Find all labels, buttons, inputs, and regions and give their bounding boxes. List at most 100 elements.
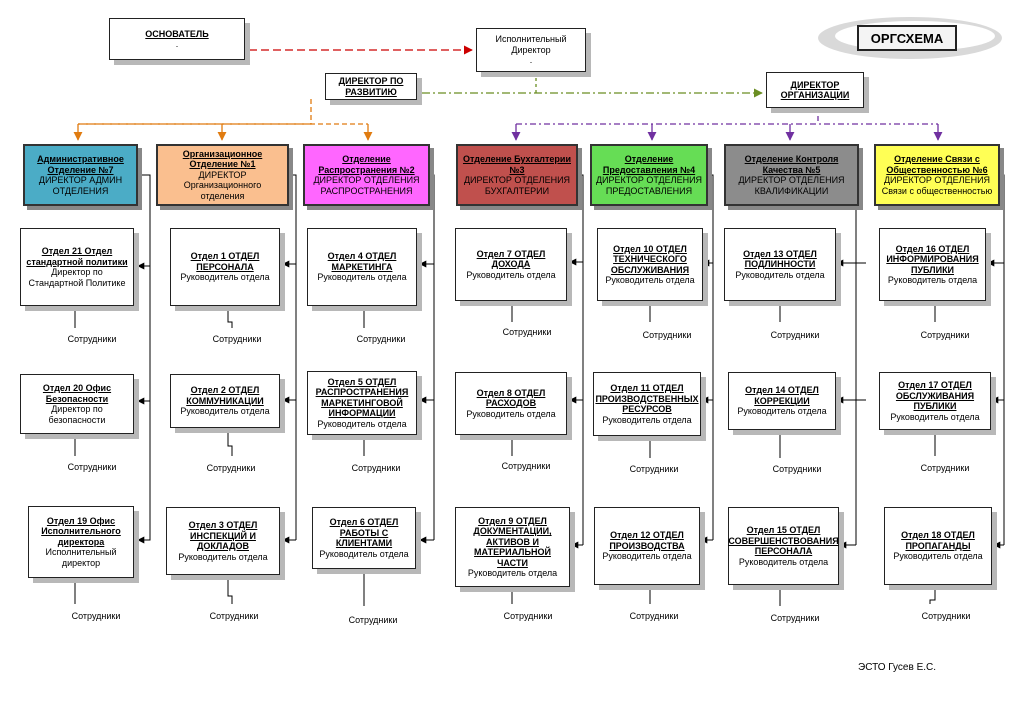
staff-label: Сотрудники	[920, 330, 970, 340]
department-sub: Руководитель отдела	[319, 548, 409, 559]
department-sub: Руководитель отдела	[180, 272, 270, 283]
department-sub: Руководитель отдела	[466, 408, 556, 419]
staff-label: Сотрудники	[770, 613, 820, 623]
staff-label: Сотрудники	[503, 611, 553, 621]
staff-label: Сотрудники	[71, 611, 121, 621]
branch-sub: ДИРЕКТОР ОТДЕЛЕНИЯ ПРЕДОСТАВЛЕНИЯ	[595, 175, 703, 196]
org-director-title: ДИРЕКТОР ОРГАНИЗАЦИИ	[780, 79, 850, 101]
department-sub: Руководитель отдела	[893, 551, 983, 562]
department-sub: Руководитель отдела	[178, 551, 268, 562]
branch-sub: ДИРЕКТОР ОТДЕЛЕНИЯ РАСПРОСТРАНЕНИЯ	[313, 175, 420, 196]
branch-title: Отделение Контроля Качества №5	[744, 154, 839, 175]
department-title: Отдел 6 ОТДЕЛ РАБОТЫ С КЛИЕНТАМИ	[329, 517, 399, 548]
department-title: Отдел 15 ОТДЕЛ СОВЕРШЕНСТВОВАНИЯ ПЕРСОНА…	[728, 525, 839, 556]
department-title: Отдел 4 ОТДЕЛ МАРКЕТИНГА	[327, 251, 397, 272]
department-title: Отдел 8 ОТДЕЛ РАСХОДОВ	[476, 387, 546, 409]
founder-title: ОСНОВАТЕЛЬ	[145, 28, 209, 39]
branch-2: Отделение Распространения №2 ДИРЕКТОР ОТ…	[303, 144, 430, 206]
department-19: Отдел 19 Офис Исполнительного директора …	[28, 506, 134, 578]
department-sub: Руководитель отдела	[180, 406, 270, 417]
department-1: Отдел 1 ОТДЕЛ ПЕРСОНАЛА Руководитель отд…	[170, 228, 280, 306]
department-title: Отдел 11 ОТДЕЛ ПРОИЗВОДСТВЕННЫХ РЕСУРСОВ	[595, 383, 699, 414]
department-sub: Директор по Стандартной Политике	[28, 267, 126, 288]
department-title: Отдел 10 ОТДЕЛ ТЕХНИЧЕСКОГО ОБСЛУЖИВАНИЯ	[610, 243, 690, 275]
exec-director-box: Исполнительный Директор .	[476, 28, 586, 72]
department-title: Отдел 18 ОТДЕЛ ПРОПАГАНДЫ	[901, 530, 975, 551]
department-title: Отдел 20 Офис Безопасности	[42, 383, 112, 404]
department-sub: Руководитель отдела	[887, 275, 978, 285]
branch-title: Организационное Отделение №1	[182, 148, 263, 170]
branch-sub: ДИРЕКТОР ОТДЕЛЕНИЯ Связи с общественност…	[881, 175, 993, 196]
branch-5: Отделение Контроля Качества №5 ДИРЕКТОР …	[724, 144, 859, 206]
staff-label: Сотрудники	[67, 334, 117, 344]
department-16: Отдел 16 ОТДЕЛ ИНФОРМИРОВАНИЯ ПУБЛИКИ Ру…	[879, 228, 986, 301]
staff-label: Сотрудники	[67, 462, 117, 472]
branch-sub: ДИРЕКТОР ОТДЕЛЕНИЯ КВАЛИФИКАЦИИ	[738, 175, 845, 196]
exec-director-title: Исполнительный Директор	[495, 34, 567, 55]
department-sub: Руководитель отдела	[605, 275, 695, 285]
department-sub: Руководитель отдела	[737, 406, 827, 417]
staff-label: Сотрудники	[351, 463, 401, 473]
department-title: Отдел 3 ОТДЕЛ ИНСПЕКЦИЙ И ДОКЛАДОВ	[188, 520, 258, 551]
department-3: Отдел 3 ОТДЕЛ ИНСПЕКЦИЙ И ДОКЛАДОВ Руков…	[166, 507, 280, 575]
dev-director-title: ДИРЕКТОР ПО РАЗВИТИЮ	[338, 76, 404, 97]
staff-label: Сотрудники	[629, 611, 679, 621]
staff-label: Сотрудники	[501, 461, 551, 471]
department-14: Отдел 14 ОТДЕЛ КОРРЕКЦИИ Руководитель от…	[728, 372, 836, 430]
branch-title: Отделение Связи с Общественностью №6	[886, 154, 988, 175]
founder-box: ОСНОВАТЕЛЬ .	[109, 18, 245, 60]
department-17: Отдел 17 ОТДЕЛ ОБСЛУЖИВАНИЯ ПУБЛИКИ Руко…	[879, 372, 991, 430]
department-8: Отдел 8 ОТДЕЛ РАСХОДОВ Руководитель отде…	[455, 372, 567, 435]
department-12: Отдел 12 ОТДЕЛ ПРОИЗВОДСТВА Руководитель…	[594, 507, 700, 585]
exec-director-sub: .	[529, 55, 533, 66]
department-title: Отдел 9 ОТДЕЛ ДОКУМЕНТАЦИИ, АКТИВОВ И МА…	[473, 515, 552, 568]
staff-label: Сотрудники	[212, 334, 262, 344]
department-title: Отдел 5 ОТДЕЛ РАСПРОСТРАНЕНИЯ МАРКЕТИНГО…	[315, 376, 409, 419]
staff-label: Сотрудники	[356, 334, 406, 344]
department-sub: Руководитель отдела	[738, 556, 829, 567]
staff-label: Сотрудники	[770, 330, 820, 340]
author-credit: ЭСТО Гусев Е.С.	[858, 662, 937, 673]
department-sub: Руководитель отдела	[602, 414, 692, 425]
department-sub: Руководитель отдела	[466, 269, 556, 280]
department-5: Отдел 5 ОТДЕЛ РАСПРОСТРАНЕНИЯ МАРКЕТИНГО…	[307, 371, 417, 435]
staff-label: Сотрудники	[920, 463, 970, 473]
department-sub: Руководитель отдела	[735, 269, 825, 280]
department-7: Отдел 7 ОТДЕЛ ДОХОДА Руководитель отдела	[455, 228, 567, 301]
department-title: Отдел 2 ОТДЕЛ КОММУНИКАЦИИ	[186, 385, 264, 406]
logo-title: ОРГСХЕМА	[857, 25, 957, 51]
department-10: Отдел 10 ОТДЕЛ ТЕХНИЧЕСКОГО ОБСЛУЖИВАНИЯ…	[597, 228, 703, 301]
department-sub: Руководитель отдела	[317, 418, 407, 429]
staff-label: Сотрудники	[629, 464, 679, 474]
branch-6: Отделение Связи с Общественностью №6 ДИР…	[874, 144, 1000, 206]
branch-4: Отделение Предоставления №4 ДИРЕКТОР ОТД…	[590, 144, 708, 206]
department-sub: Директор по безопасности	[48, 404, 106, 425]
staff-label: Сотрудники	[209, 611, 259, 621]
branch-1: Организационное Отделение №1 ДИРЕКТОР Ор…	[156, 144, 289, 206]
staff-label: Сотрудники	[206, 463, 256, 473]
department-title: Отдел 12 ОТДЕЛ ПРОИЗВОДСТВА	[609, 530, 685, 551]
department-11: Отдел 11 ОТДЕЛ ПРОИЗВОДСТВЕННЫХ РЕСУРСОВ…	[593, 372, 701, 436]
department-title: Отдел 7 ОТДЕЛ ДОХОДА	[476, 248, 546, 270]
department-2: Отдел 2 ОТДЕЛ КОММУНИКАЦИИ Руководитель …	[170, 374, 280, 428]
dev-director-box: ДИРЕКТОР ПО РАЗВИТИЮ	[325, 73, 417, 100]
department-title: Отдел 13 ОТДЕЛ ПОДЛИННОСТИ	[743, 248, 817, 270]
branch-sub: ДИРЕКТОР ОТДЕЛЕНИЯ БУХГАЛТЕРИИ	[463, 175, 571, 196]
org-director-box: ДИРЕКТОР ОРГАНИЗАЦИИ	[766, 72, 864, 108]
department-18: Отдел 18 ОТДЕЛ ПРОПАГАНДЫ Руководитель о…	[884, 507, 992, 585]
branch-7: Административное Отделение №7 ДИРЕКТОР А…	[23, 144, 138, 206]
department-20: Отдел 20 Офис Безопасности Директор по б…	[20, 374, 134, 434]
branch-title: Отделение Предоставления №4	[602, 154, 696, 175]
staff-label: Сотрудники	[642, 330, 692, 340]
founder-sub: .	[175, 39, 179, 49]
department-21: Отдел 21 Отдел стандартной политики Дире…	[20, 228, 134, 306]
department-title: Отдел 17 ОТДЕЛ ОБСЛУЖИВАНИЯ ПУБЛИКИ	[895, 380, 975, 411]
department-9: Отдел 9 ОТДЕЛ ДОКУМЕНТАЦИИ, АКТИВОВ И МА…	[455, 507, 570, 587]
department-6: Отдел 6 ОТДЕЛ РАБОТЫ С КЛИЕНТАМИ Руковод…	[312, 507, 416, 569]
department-title: Отдел 19 Офис Исполнительного директора	[41, 515, 121, 547]
department-title: Отдел 14 ОТДЕЛ КОРРЕКЦИИ	[745, 385, 819, 406]
staff-label: Сотрудники	[502, 327, 552, 337]
department-sub: Исполнительный директор	[45, 547, 117, 568]
branch-sub: ДИРЕКТОР Организационного отделения	[183, 169, 262, 201]
